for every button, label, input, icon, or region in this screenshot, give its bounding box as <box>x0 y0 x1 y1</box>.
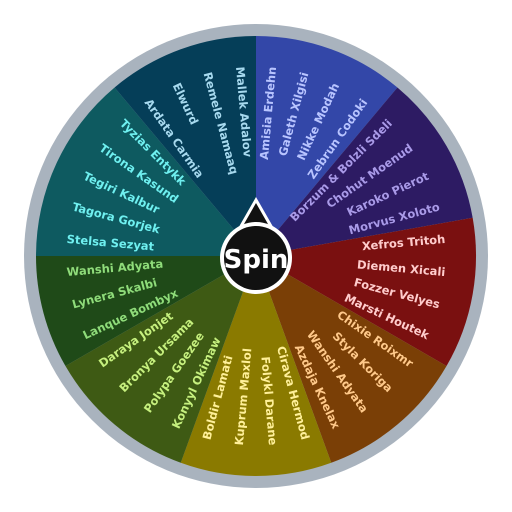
wheel-segment <box>256 87 473 257</box>
spin-label: Spin <box>224 245 289 275</box>
spin-button[interactable]: Spin <box>220 196 292 294</box>
wheel-slices <box>36 35 476 476</box>
wheel-segment <box>256 36 398 256</box>
wheel-segment <box>36 87 256 257</box>
wheel-segment <box>36 256 256 366</box>
wheel-segment <box>114 35 256 256</box>
wheel-segment <box>65 256 256 463</box>
wheel-segment <box>256 217 476 366</box>
wheel-segment <box>256 256 447 463</box>
wheel-segment <box>180 256 332 476</box>
spin-button-core <box>224 226 288 290</box>
